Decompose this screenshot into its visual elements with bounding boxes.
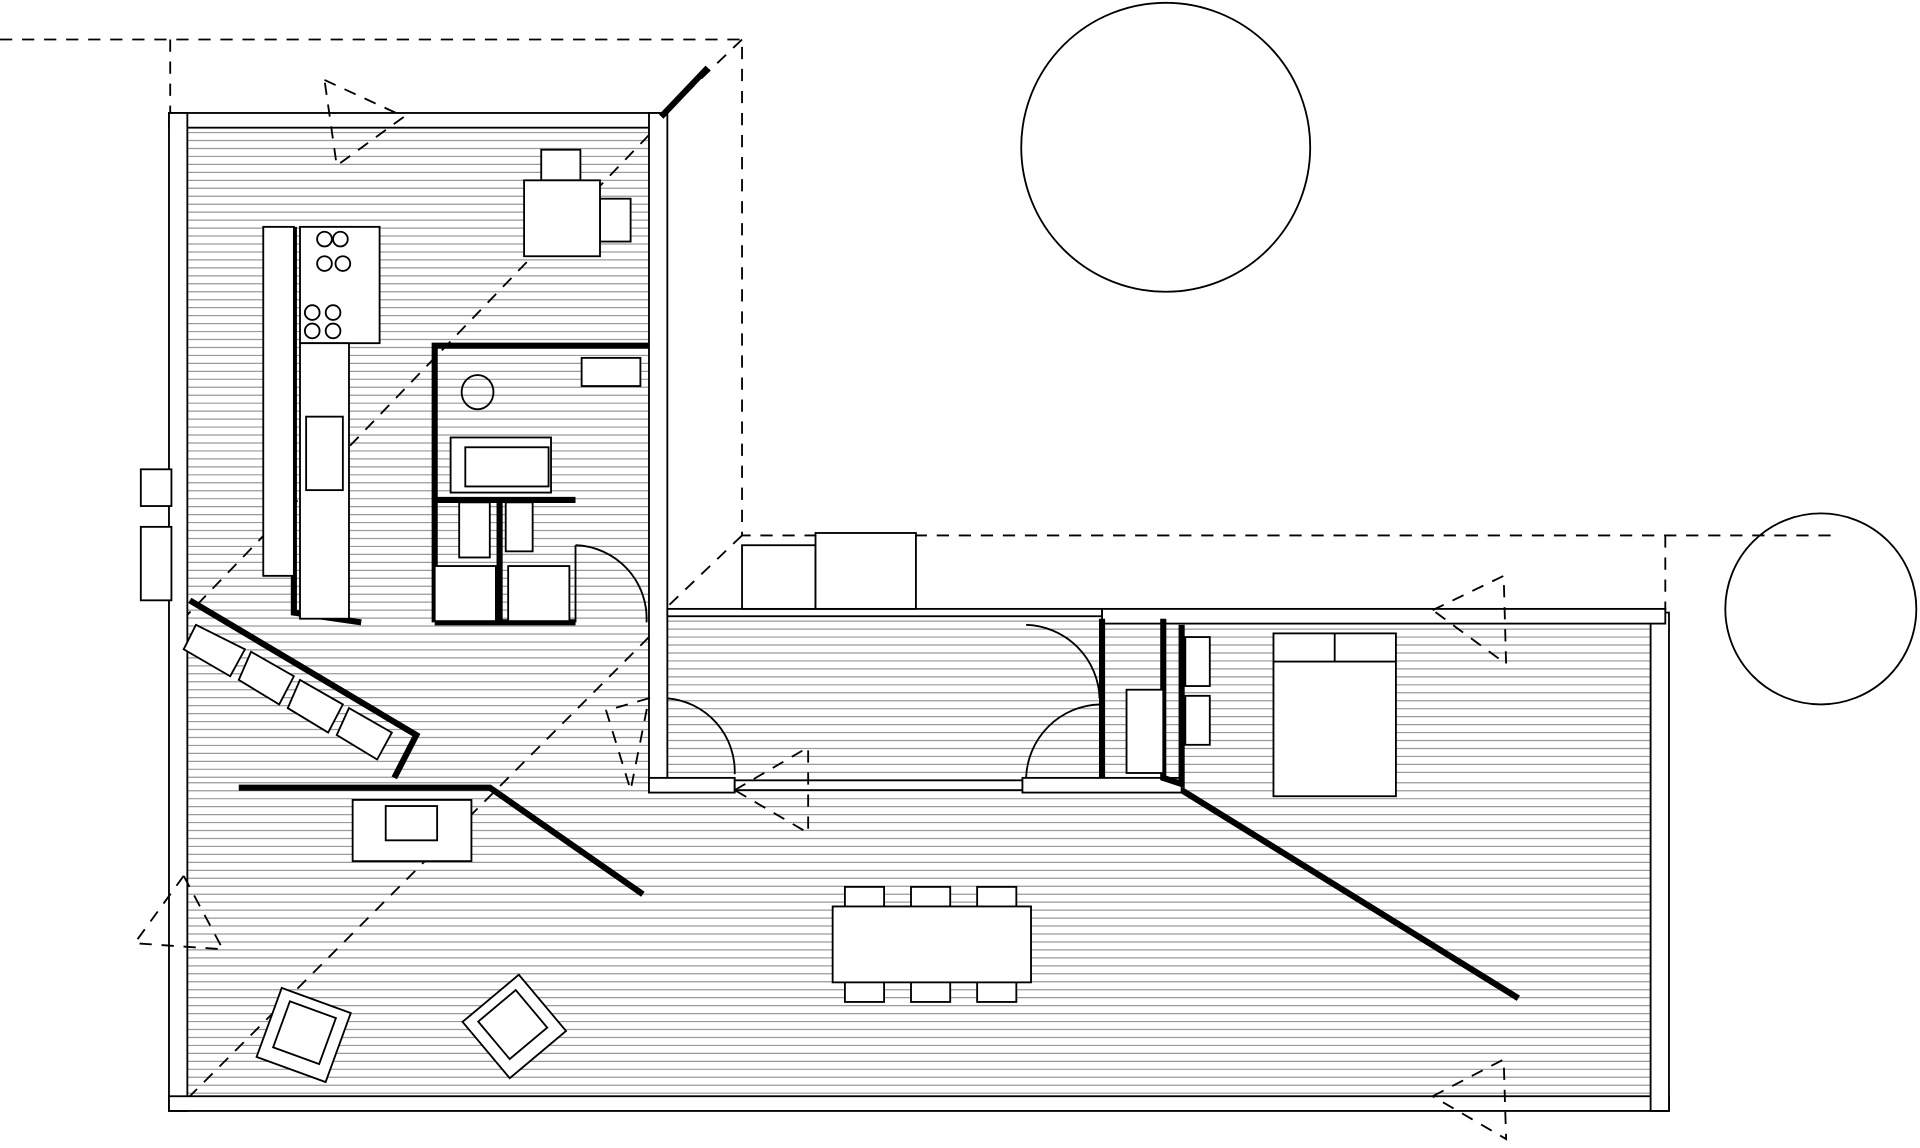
kitchen-table (523, 148, 632, 258)
dining-set (831, 885, 1032, 1003)
armchair (255, 986, 352, 1084)
armchair (461, 973, 568, 1080)
exterior-walls (168, 65, 1670, 1112)
doors (132, 78, 1508, 1141)
bedroom (1125, 632, 1397, 798)
entry-storage (139, 468, 917, 610)
bathroom (433, 356, 642, 623)
tree-small (1724, 512, 1918, 706)
dining-table (831, 905, 1032, 984)
angled-cabinets (182, 623, 473, 863)
tree-large (1020, 1, 1312, 293)
kitchen (262, 225, 381, 620)
